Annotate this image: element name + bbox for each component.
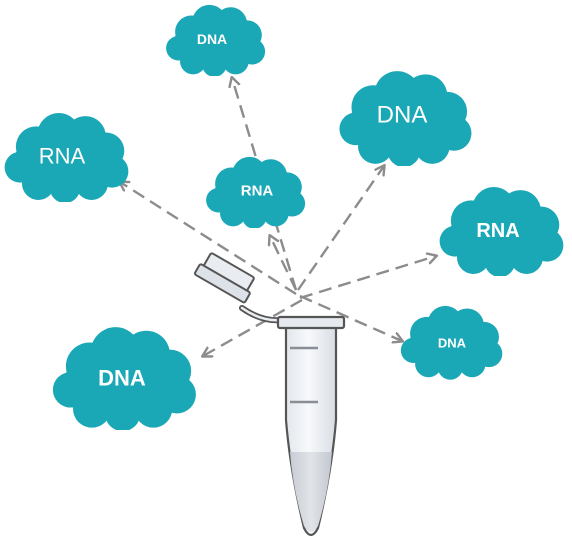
cloud-label: RNA	[241, 183, 274, 200]
cloud-label: DNA	[438, 336, 467, 351]
tube-lid	[193, 252, 255, 304]
arrow-to-dna-upper-right	[297, 166, 384, 291]
arrow-to-rna-right	[299, 256, 436, 300]
cloud-rna-center: RNA	[206, 156, 306, 228]
arrow-to-rna-center	[270, 236, 298, 291]
cloud-rna-left: RNA	[4, 113, 129, 202]
cloud-dna-top: DNA	[166, 4, 266, 76]
cloud-dna-upper-right: DNA	[339, 71, 472, 166]
cloud-label: RNA	[476, 220, 519, 242]
tube-sample	[290, 452, 332, 532]
arrow-to-rna-left	[120, 182, 297, 296]
cloud-dna-lower-right: DNA	[400, 305, 503, 380]
tube-rim	[276, 315, 346, 330]
microcentrifuge-tube	[193, 252, 346, 537]
cloud-label: RNA	[39, 144, 86, 169]
cloud-label: DNA	[377, 102, 428, 129]
cloud-rna-right: RNA	[439, 187, 564, 276]
cloud-label: DNA	[197, 31, 227, 47]
arrow-to-dna-lower-right	[299, 294, 402, 341]
cloud-label: DNA	[98, 366, 146, 391]
cloud-dna-lower-left: DNA	[52, 327, 196, 430]
